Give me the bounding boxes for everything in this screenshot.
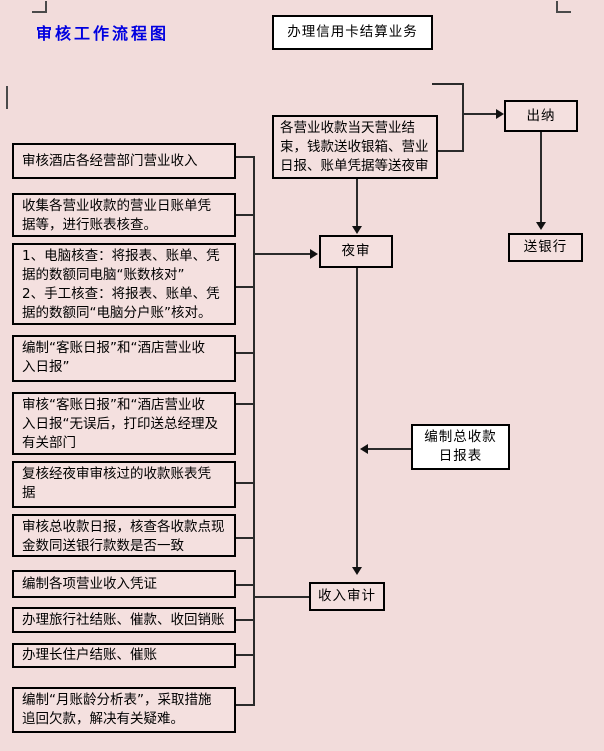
connector-stub-1 — [231, 156, 255, 158]
flow-box-left-7: 审核总收款日报，核查各收款点现 金数同送银行款数是否一致 — [12, 514, 236, 557]
connector-stub-11 — [231, 704, 255, 706]
flow-box-left-6: 复核经夜审审核过的收款账表凭 据 — [12, 461, 236, 508]
flow-box-daily-summary-report: 编制总收款 日报表 — [411, 424, 510, 470]
flow-box-left-1: 审核酒店各经营部门营业收入 — [12, 143, 236, 179]
boundary-mark-top-right-v — [556, 1, 558, 13]
flow-box-left-3: 1、电脑核查：将报表、账单、凭 据的数额同电脑“账数核对” 2、手工核查：将报表… — [12, 243, 236, 325]
flow-box-left-4: 编制“客账日报”和“酒店营业收 入日报” — [12, 335, 236, 382]
flow-box-night-audit: 夜审 — [319, 235, 393, 268]
arrowhead-down-nightaudit — [352, 226, 362, 234]
boundary-mark-top-left-h — [32, 11, 47, 13]
flow-box-left-11: 编制“月账龄分析表”，采取措施 追回欠款，解决有关疑难。 — [12, 687, 236, 733]
connector-stub-7 — [234, 537, 255, 539]
connector-nightaudit-to-incomeaudit — [356, 268, 358, 567]
boundary-mark-top-left-v — [45, 1, 47, 13]
connector-elbow-v — [462, 83, 464, 152]
connector-dailysummary-left — [368, 448, 411, 450]
connector-cashier-to-bank — [540, 132, 542, 222]
flow-box-left-5: 审核“客账日报”和“酒店营业收 入日报“无误后，打印送总经理及 有关部门 — [12, 392, 236, 455]
connector-stub-6 — [234, 482, 255, 484]
connector-elbow-bottom-h — [437, 150, 464, 152]
flow-box-cashier: 出纳 — [504, 100, 578, 132]
flow-box-left-9: 办理旅行社结账、催款、收回销账 — [12, 607, 236, 633]
arrowhead-down-incomeaudit — [352, 567, 362, 575]
arrowhead-into-cashier — [496, 109, 504, 119]
page-title: 审核工作流程图 — [36, 24, 170, 43]
connector-stub-3 — [234, 286, 255, 288]
connector-elbow-top-h — [432, 83, 464, 85]
connector-stub-4 — [234, 352, 255, 354]
boundary-mark-left-edge — [6, 86, 8, 109]
arrowhead-left-dailysummary — [360, 444, 368, 454]
connector-stub-8 — [234, 584, 255, 586]
flow-box-send-bank: 送银行 — [508, 233, 583, 262]
arrowhead-into-nightaudit — [310, 249, 318, 259]
connector-to-cashier — [462, 113, 496, 115]
connector-left-bus — [253, 156, 255, 706]
connector-stub-2 — [234, 214, 255, 216]
connector-collection-to-nightaudit — [356, 179, 358, 226]
connector-stub-10 — [234, 654, 255, 656]
boundary-mark-top-right-h — [556, 11, 571, 13]
arrowhead-down-bank — [536, 222, 546, 230]
connector-stub-9 — [234, 619, 255, 621]
flow-box-income-audit: 收入审计 — [309, 582, 385, 611]
flow-box-left-2: 收集各营业收款的营业日账单凭 据等，进行账表核查。 — [12, 193, 236, 237]
flow-box-left-10: 办理长住户结账、催账 — [12, 643, 236, 668]
flow-box-left-8: 编制各项营业收入凭证 — [12, 570, 236, 598]
flow-box-credit-card-settlement: 办理信用卡结算业务 — [272, 15, 433, 50]
connector-stub-5 — [234, 403, 255, 405]
connector-bus-to-nightaudit — [254, 253, 310, 255]
flow-box-daily-collection: 各营业收款当天营业结 束，钱款送收银箱、营业 日报、账单凭据等送夜审 — [272, 115, 438, 179]
connector-bus-to-incomeaudit — [254, 596, 309, 598]
